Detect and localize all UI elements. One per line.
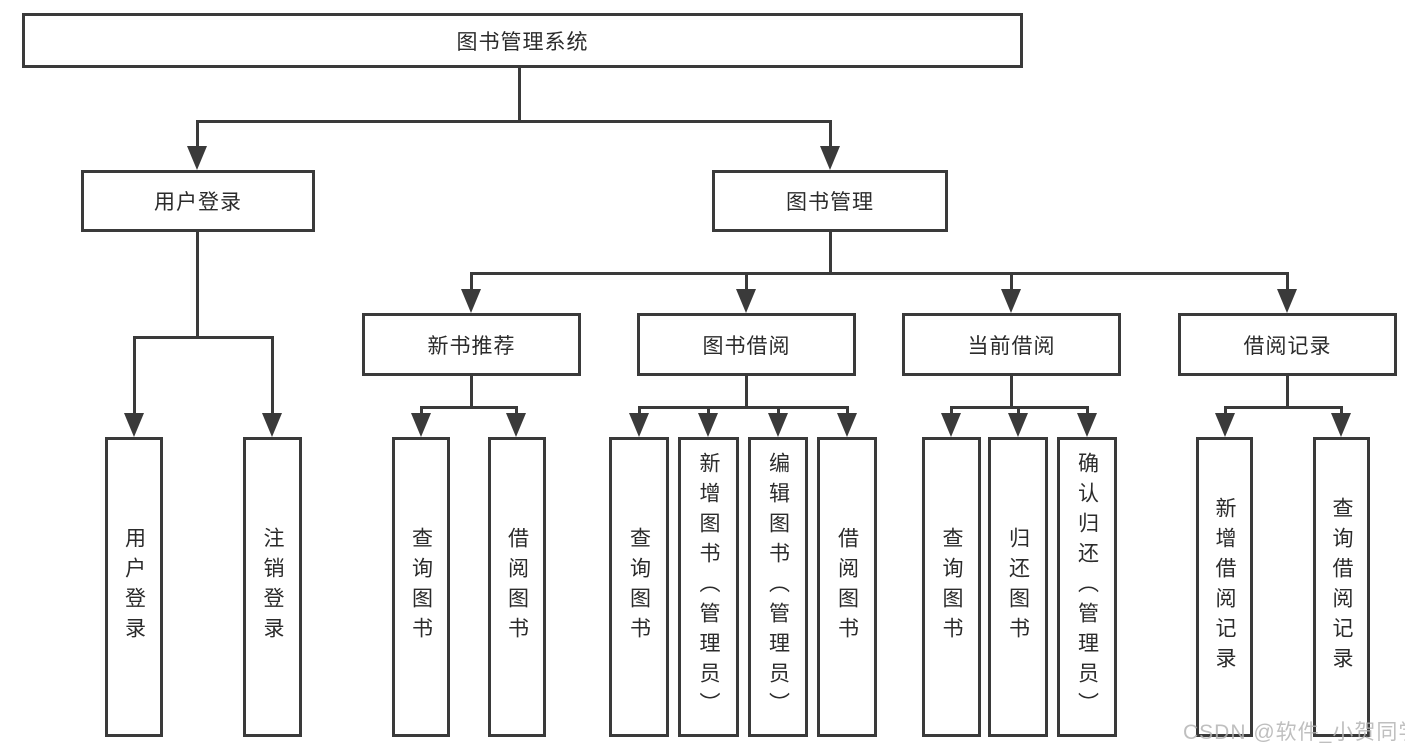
arrowhead-bw-borrow [837, 413, 857, 437]
connector-book-management-stem [829, 232, 832, 272]
node-borrow-records: 借阅记录 [1178, 313, 1397, 376]
connector-drop-nb-borrow [515, 406, 518, 416]
leaf-cur-query-books: 查询图书 [922, 437, 981, 737]
leaf-cur-confirm-return-admin: 确认归还（管理员） [1057, 437, 1117, 737]
node-root: 图书管理系统 [22, 13, 1023, 68]
connector-borrow-records-stem [1286, 376, 1289, 406]
connector-drop-bw-query [638, 406, 641, 416]
arrowhead-book-management [820, 146, 840, 170]
leaf-logout: 注销登录 [243, 437, 302, 737]
node-borrow-records-label: 借阅记录 [1243, 334, 1332, 358]
leaf-bw-add-books-admin: 新增图书（管理员） [678, 437, 739, 737]
arrowhead-cur-return [1008, 413, 1028, 437]
arrowhead-user-login [187, 146, 207, 170]
arrowhead-rec-query [1331, 413, 1351, 437]
connector-book-borrow-stem [745, 376, 748, 406]
connector-drop-borrow-records [1286, 272, 1289, 292]
leaf-rec-query-record-label: 查询借阅记录 [1330, 497, 1353, 677]
leaf-user-login: 用户登录 [105, 437, 163, 737]
connector-new-book-hbar [420, 406, 518, 409]
node-book-management: 图书管理 [712, 170, 948, 232]
connector-user-login-stem [196, 232, 199, 336]
connector-current-borrow-stem [1010, 376, 1013, 406]
arrowhead-leaf-logout [262, 413, 282, 437]
leaf-bw-borrow-books: 借阅图书 [817, 437, 877, 737]
leaf-bw-query-books: 查询图书 [609, 437, 669, 737]
node-user-login: 用户登录 [81, 170, 315, 232]
arrowhead-leaf-user-login [124, 413, 144, 437]
leaf-bw-query-books-label: 查询图书 [627, 527, 651, 647]
leaf-logout-label: 注销登录 [261, 527, 284, 647]
leaf-nb-query-books-label: 查询图书 [409, 527, 433, 647]
connector-drop-bw-edit [777, 406, 780, 416]
leaf-user-login-label: 用户登录 [122, 527, 146, 647]
connector-drop-nb-query [420, 406, 423, 416]
arrowhead-current-borrow [1001, 289, 1021, 313]
connector-drop-bw-add [707, 406, 710, 416]
leaf-nb-borrow-books-label: 借阅图书 [505, 527, 529, 647]
connector-drop-bw-borrow [846, 406, 849, 416]
connector-new-book-stem [470, 376, 473, 406]
arrowhead-cur-query [941, 413, 961, 437]
connector-drop-leaf-user-login [133, 336, 136, 416]
connector-borrow-records-hbar [1224, 406, 1343, 409]
connector-drop-cur-return [1017, 406, 1020, 416]
node-new-book-recommend: 新书推荐 [362, 313, 581, 376]
arrowhead-nb-query [411, 413, 431, 437]
node-book-borrow: 图书借阅 [637, 313, 856, 376]
arrowhead-new-book-recommend [461, 289, 481, 313]
leaf-rec-add-record-label: 新增借阅记录 [1213, 497, 1236, 677]
node-user-login-label: 用户登录 [154, 191, 242, 214]
connector-user-login-hbar [133, 336, 273, 339]
leaf-nb-query-books: 查询图书 [392, 437, 450, 737]
connector-drop-rec-query [1340, 406, 1343, 416]
connector-book-borrow-hbar [638, 406, 848, 409]
node-new-book-recommend-label: 新书推荐 [427, 334, 516, 358]
connector-root-stem [518, 68, 521, 120]
arrowhead-bw-edit [768, 413, 788, 437]
leaf-cur-confirm-return-admin-label: 确认归还（管理员） [1075, 452, 1099, 722]
leaf-bw-edit-books-admin: 编辑图书（管理员） [748, 437, 808, 737]
arrowhead-borrow-records [1277, 289, 1297, 313]
connector-drop-new-book-recommend [470, 272, 473, 292]
node-root-label: 图书管理系统 [456, 30, 589, 54]
leaf-bw-add-books-admin-label: 新增图书（管理员） [697, 452, 720, 722]
leaf-bw-edit-books-admin-label: 编辑图书（管理员） [766, 452, 790, 722]
arrowhead-book-borrow [736, 289, 756, 313]
leaf-rec-add-record: 新增借阅记录 [1196, 437, 1253, 737]
node-current-borrow-label: 当前借阅 [967, 334, 1056, 358]
connector-root-hbar [196, 120, 831, 123]
node-book-borrow-label: 图书借阅 [702, 334, 791, 358]
leaf-nb-borrow-books: 借阅图书 [488, 437, 546, 737]
arrowhead-rec-add [1215, 413, 1235, 437]
connector-drop-leaf-logout [271, 336, 274, 416]
arrowhead-bw-query [629, 413, 649, 437]
connector-drop-book-borrow [745, 272, 748, 292]
connector-drop-cur-confirm [1086, 406, 1089, 416]
arrowhead-cur-confirm [1077, 413, 1097, 437]
node-book-management-label: 图书管理 [786, 191, 874, 214]
arrowhead-nb-borrow [506, 413, 526, 437]
connector-drop-current-borrow [1010, 272, 1013, 292]
leaf-cur-query-books-label: 查询图书 [940, 527, 963, 647]
leaf-cur-return-books-label: 归还图书 [1006, 527, 1030, 647]
connector-drop-cur-query [950, 406, 953, 416]
connector-drop-user-login [196, 120, 199, 148]
leaf-bw-borrow-books-label: 借阅图书 [835, 527, 859, 647]
arrowhead-bw-add [698, 413, 718, 437]
csdn-watermark: CSDN @软件_小贺同学 [1183, 721, 1405, 744]
leaf-rec-query-record: 查询借阅记录 [1313, 437, 1370, 737]
node-current-borrow: 当前借阅 [902, 313, 1121, 376]
connector-drop-book-management [829, 120, 832, 148]
leaf-cur-return-books: 归还图书 [988, 437, 1048, 737]
connector-drop-rec-add [1224, 406, 1227, 416]
connector-book-management-hbar [470, 272, 1288, 275]
